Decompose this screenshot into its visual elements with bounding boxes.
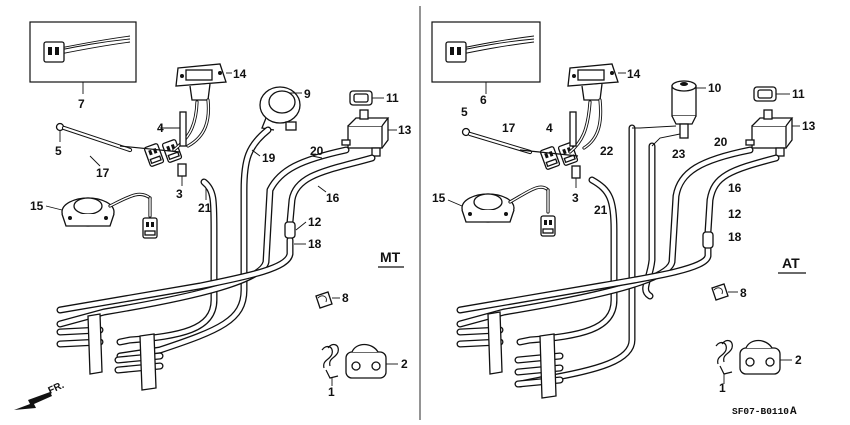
callout-22: 22 xyxy=(600,144,614,158)
callout-16: 16 xyxy=(728,181,742,195)
callout-9: 9 xyxy=(304,87,311,101)
harness-assembly xyxy=(461,98,603,188)
rubber-cap xyxy=(753,86,790,102)
callout-18: 18 xyxy=(308,237,322,251)
callout-4: 4 xyxy=(157,121,164,135)
callout-3: 3 xyxy=(176,187,183,201)
right-panel-at: 6 14 10 11 5 4 17 13 22 23 20 3 21 16 15… xyxy=(431,21,816,418)
hose-clip xyxy=(315,291,340,309)
callout-16: 16 xyxy=(326,191,340,205)
callout-21: 21 xyxy=(594,203,608,217)
throttle-sensor xyxy=(447,185,556,237)
callout-1: 1 xyxy=(719,381,726,395)
callout-5: 5 xyxy=(461,105,468,119)
callout-8: 8 xyxy=(740,286,747,300)
transmission-label-at: AT xyxy=(782,255,800,271)
hose-clip xyxy=(711,283,738,301)
callout-17: 17 xyxy=(502,121,516,135)
connector-inset-box xyxy=(431,21,541,94)
solenoid-valve xyxy=(341,109,397,157)
callout-10: 10 xyxy=(708,81,722,95)
callout-13: 13 xyxy=(802,119,816,133)
callout-21: 21 xyxy=(198,201,212,215)
callout-15: 15 xyxy=(432,191,446,205)
callout-5: 5 xyxy=(55,144,62,158)
callout-2: 2 xyxy=(795,353,802,367)
callout-8: 8 xyxy=(342,291,349,305)
diagram-code-text: SF07-B0110 xyxy=(732,406,789,417)
callout-11: 11 xyxy=(792,87,805,101)
callout-18: 18 xyxy=(728,230,742,244)
callout-4: 4 xyxy=(546,121,553,135)
callout-3: 3 xyxy=(572,191,579,205)
solenoid-valve xyxy=(745,109,800,157)
map-sensor xyxy=(175,63,232,101)
callout-6: 6 xyxy=(480,93,487,107)
vacuum-solenoid-round xyxy=(259,86,302,131)
callout-20: 20 xyxy=(310,144,324,158)
control-valve-cylinder xyxy=(671,80,706,139)
callout-13: 13 xyxy=(398,123,412,137)
vacuum-hoses-right xyxy=(456,124,780,399)
rubber-cap xyxy=(349,90,384,106)
harness-assembly xyxy=(55,98,211,186)
diagram-code: SF07-B0110 A xyxy=(732,406,797,418)
callout-12: 12 xyxy=(308,215,322,229)
callout-12: 12 xyxy=(728,207,742,221)
diagram-code-suffix: A xyxy=(790,406,797,418)
connector-inset-box xyxy=(29,21,137,94)
callout-11: 11 xyxy=(386,91,399,105)
transmission-label-mt: MT xyxy=(380,249,401,265)
left-panel-mt: 7 14 4 9 11 5 17 13 20 19 3 21 16 15 12 … xyxy=(14,21,412,410)
callout-19: 19 xyxy=(262,151,276,165)
throttle-sensor xyxy=(45,192,158,239)
callout-7: 7 xyxy=(78,97,85,111)
callout-14: 14 xyxy=(233,67,247,81)
front-direction-label: FR. xyxy=(47,380,66,397)
callout-23: 23 xyxy=(672,147,686,161)
callout-2: 2 xyxy=(401,357,408,371)
callout-17: 17 xyxy=(96,166,110,180)
hose-clamp-set xyxy=(715,339,792,384)
callout-1: 1 xyxy=(328,385,335,399)
callout-20: 20 xyxy=(714,135,728,149)
callout-14: 14 xyxy=(627,67,641,81)
map-sensor xyxy=(567,63,626,101)
left-leader-lines xyxy=(59,127,327,245)
callout-15: 15 xyxy=(30,199,44,213)
vacuum-hoses-left xyxy=(56,126,376,391)
hose-clamp-set xyxy=(321,343,398,386)
front-direction-arrow: FR. xyxy=(14,380,66,410)
